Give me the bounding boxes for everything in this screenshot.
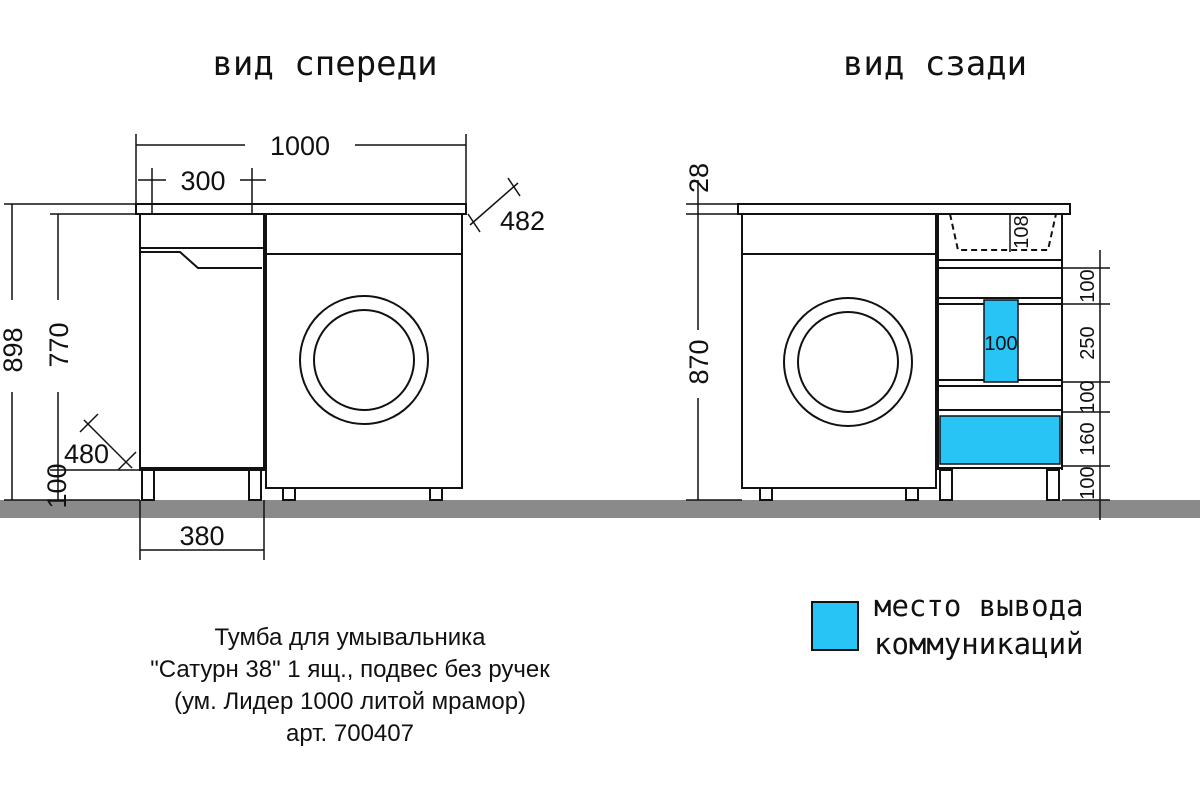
floor-band [0,500,1200,518]
back-machine-door-inner [797,311,899,413]
legend-swatch [811,601,859,651]
front-machine-door-outer [299,295,429,425]
back-machine-door-outer [783,297,913,427]
front-cabinet-leg-left [141,469,155,501]
dim-total-width: 1000 [270,131,330,161]
front-cabinet-leg-right [248,469,262,501]
front-countertop [135,203,467,215]
front-view [135,203,467,501]
front-washing-machine [265,213,463,489]
caption-line-3: (ум. Лидер 1000 литой мрамор) [173,688,527,715]
front-cabinet-body [139,213,265,471]
legend-line-1: место вывода [874,589,1084,623]
front-machine-door-inner [313,309,415,411]
legend: место вывода коммуникаций [811,589,1084,661]
front-view-title: вид спереди [212,44,437,84]
front-dimension-lines [4,134,521,560]
front-dimension-labels: 1000 300 482 898 770 480 100 380 [0,131,545,551]
legend-line-2: коммуникаций [874,627,1084,661]
dim-body-height: 770 [44,322,74,367]
back-dimension-lines [686,180,1110,520]
caption-line-2: "Сатурн 38" 1 ящ., подвес без ручек [150,656,550,683]
back-washing-machine [741,213,937,489]
back-countertop [737,203,1071,215]
dim-top-thickness: 28 [684,163,714,193]
dim-back-total-height: 870 [684,339,714,384]
front-cabinet-door-cut [140,251,262,269]
dim-stack-4: 160 [1077,422,1099,455]
dim-stack-5: 100 [1077,466,1099,499]
caption-line-4: арт. 700407 [286,720,414,747]
dim-leg-height: 100 [42,463,72,508]
dim-stack-2: 250 [1077,326,1099,359]
back-view [737,203,1071,501]
product-caption: Тумба для умывальника "Сатурн 38" 1 ящ.,… [110,622,590,750]
back-comm-opening-vertical [983,299,1019,383]
back-comm-opening-bottom [939,415,1061,465]
dim-basin-width: 300 [180,166,225,196]
dim-stack-3: 100 [1077,380,1099,413]
dim-cabinet-width: 380 [179,521,224,551]
dim-depth-bottom: 480 [64,439,109,469]
dim-basin-depth: 108 [1011,215,1033,248]
back-view-title: вид сзади [843,44,1027,84]
dim-depth-top: 482 [500,206,545,236]
dim-comm-opening: 100 [984,333,1017,355]
caption-line-1: Тумба для умывальника [214,624,486,651]
dim-stack-1: 100 [1077,269,1099,302]
back-dimension-labels: 28 870 108 100 100 250 100 160 100 [684,163,1099,500]
back-basin-bowl [949,213,1057,251]
dim-total-height: 898 [0,327,28,372]
